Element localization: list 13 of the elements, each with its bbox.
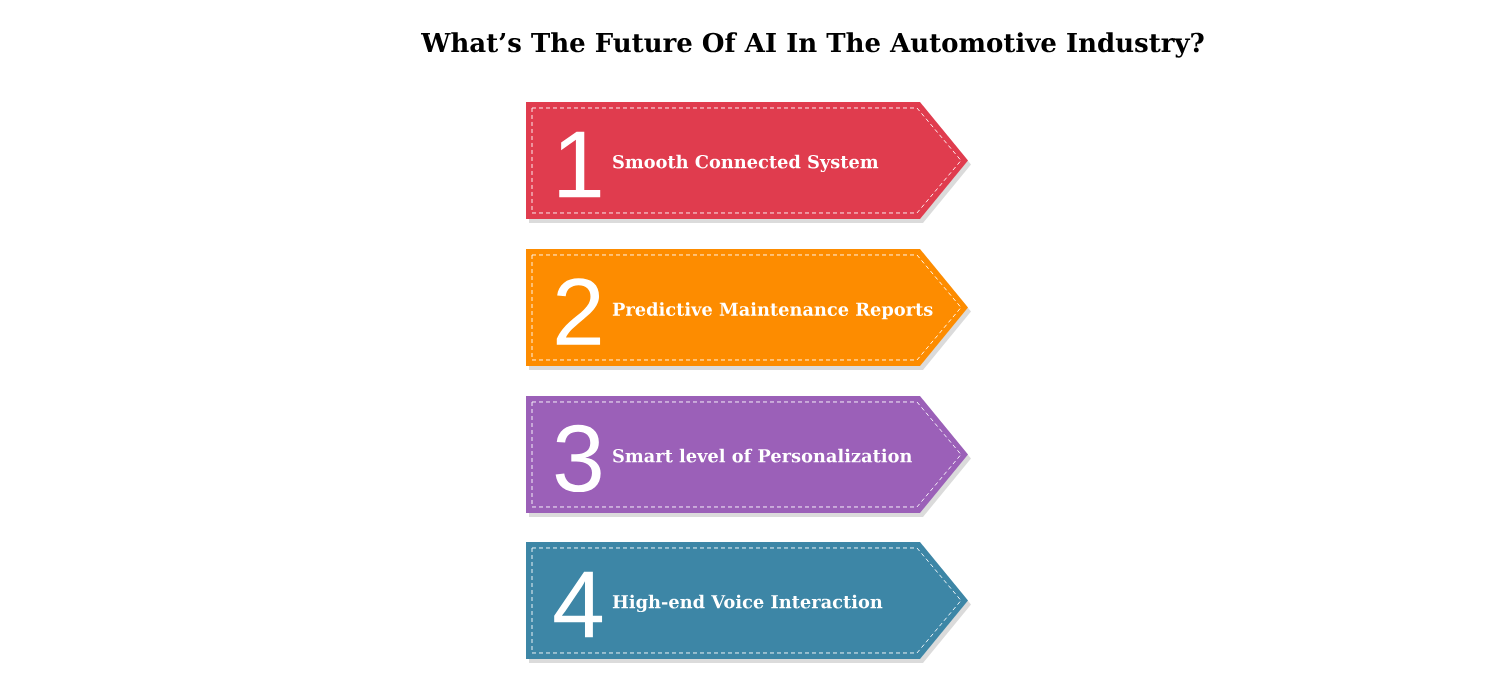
arrow-banner <box>526 102 971 223</box>
banner-label: Smooth Connected System <box>613 154 879 173</box>
arrow-banner <box>526 396 971 517</box>
banner-label: Predictive Maintenance Reports <box>612 302 933 320</box>
arrow-banner <box>526 249 971 370</box>
title: What’s The Future Of AI In The Automotive Industry? <box>421 32 1204 58</box>
step-number: 3 <box>555 424 601 493</box>
step-number: 4 <box>554 571 603 638</box>
banner-label: High-end Voice Interaction <box>612 594 883 613</box>
banner-label: Smart level of Personalization <box>613 448 912 463</box>
step-number: 2 <box>556 278 601 345</box>
step-number: 1 <box>559 131 601 198</box>
arrow-banner <box>526 542 971 663</box>
